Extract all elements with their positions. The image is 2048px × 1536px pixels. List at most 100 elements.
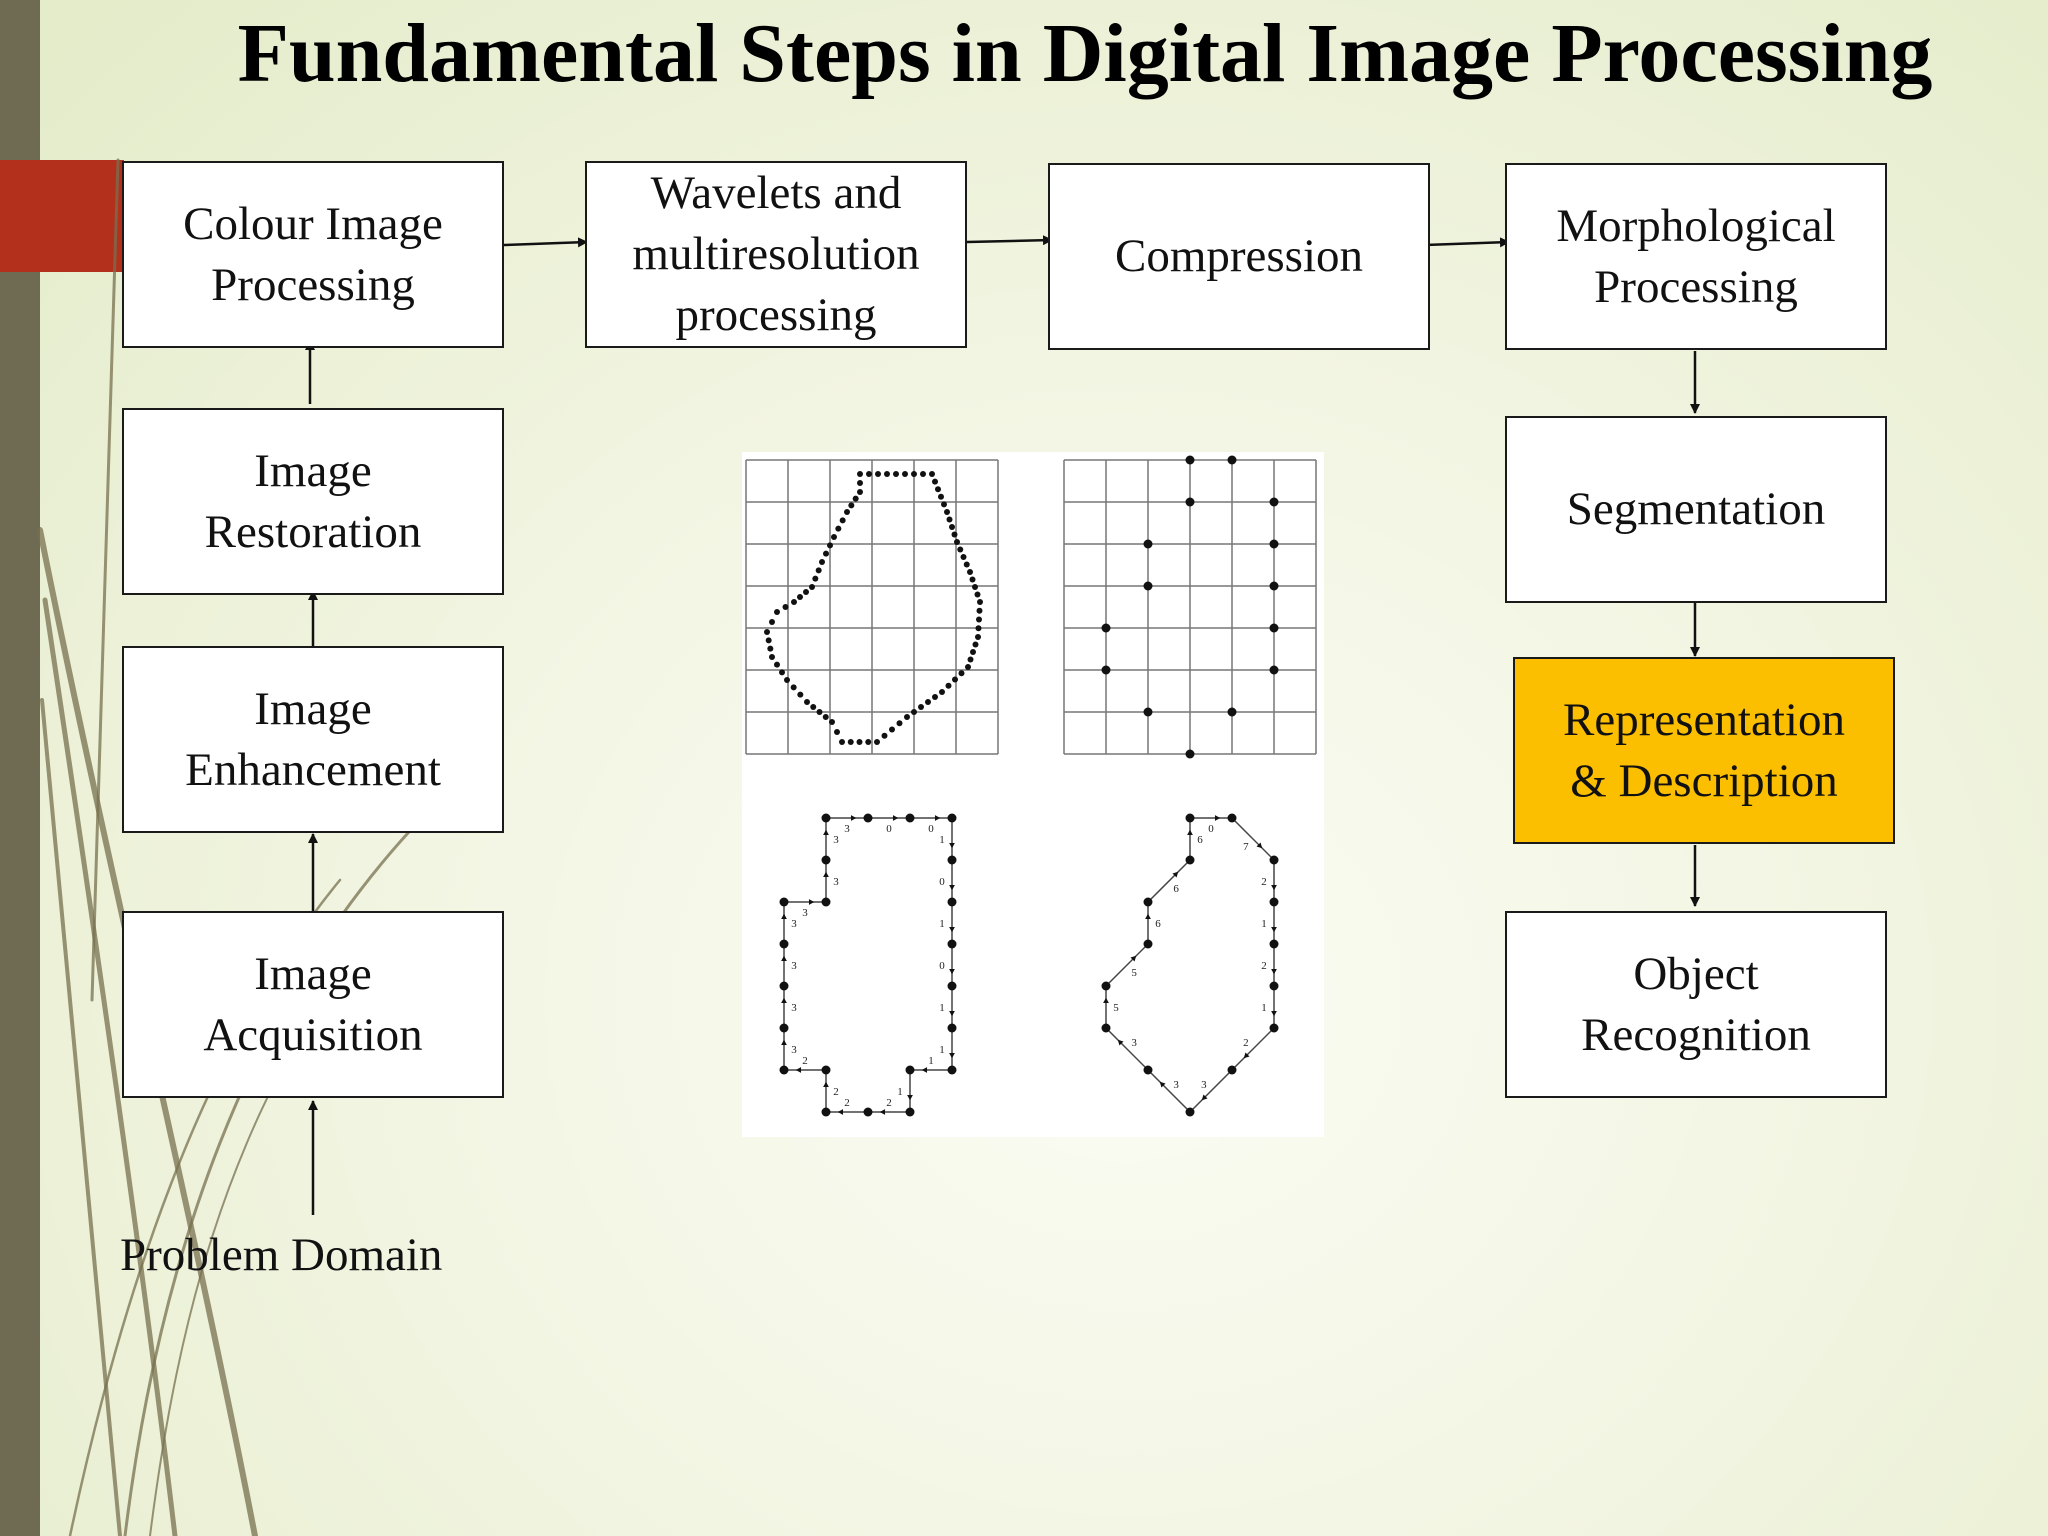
chain-code-digit: 2 xyxy=(802,1055,808,1067)
chain-code-digit: 3 xyxy=(791,960,797,972)
boundary-sample-dot xyxy=(960,554,967,560)
boundary-sample-dot xyxy=(925,699,931,705)
eight-direction-node xyxy=(1185,813,1195,823)
chain-code-digit: 2 xyxy=(833,1086,839,1098)
boundary-sample-dot xyxy=(945,682,952,689)
boundary-sample-dot xyxy=(932,478,938,485)
boundary-sample-dot xyxy=(946,516,953,523)
resampled-node-dot xyxy=(1185,455,1195,465)
boundary-sample-dot xyxy=(834,729,840,735)
boundary-sample-dot xyxy=(889,726,895,733)
chain-code-digit: 6 xyxy=(1197,834,1203,846)
resampled-node-dot xyxy=(1227,707,1237,717)
wavelets-box: Wavelets and multiresolution processing xyxy=(585,161,967,348)
boundary-sample-dot xyxy=(866,471,872,477)
eight-direction-node xyxy=(1269,897,1279,907)
boundary-sample-dot xyxy=(804,699,810,705)
resampled-grid-right xyxy=(1063,455,1317,759)
boundary-sample-dot xyxy=(967,569,973,575)
boundary-sample-dot xyxy=(952,676,958,683)
resampled-node-dot xyxy=(1185,749,1195,759)
boundary-sample-dot xyxy=(941,501,947,508)
chain-code-digit: 5 xyxy=(1113,1002,1119,1014)
resampled-node-dot xyxy=(1143,707,1153,717)
chain-code-digit: 1 xyxy=(928,1055,934,1067)
four-direction-node xyxy=(821,1107,831,1117)
problem-domain-label: Problem Domain xyxy=(120,1229,443,1281)
boundary-sample-dot xyxy=(815,567,822,574)
boundary-sample-dot xyxy=(976,607,983,614)
four-direction-node xyxy=(821,1065,831,1075)
four-direction-node xyxy=(821,855,831,865)
boundary-grid-left xyxy=(745,459,999,755)
object-recognition-box: Object Recognition xyxy=(1505,911,1887,1098)
boundary-sample-dot xyxy=(847,739,854,745)
resampled-node-dot xyxy=(1143,539,1153,549)
boundary-sample-dot xyxy=(965,664,971,670)
chain-code-digit: 1 xyxy=(1261,1002,1267,1014)
eight-direction-node xyxy=(1143,1065,1153,1075)
boundary-sample-dot xyxy=(779,669,785,676)
chain-code-digit: 3 xyxy=(833,834,839,846)
boundary-sample-dot xyxy=(852,495,859,502)
chain-code-digit: 0 xyxy=(939,876,945,888)
boundary-sample-dot xyxy=(967,656,974,663)
four-direction-node xyxy=(947,1065,957,1075)
four-direction-node xyxy=(779,1065,789,1075)
boundary-sample-dot xyxy=(939,689,945,695)
boundary-sample-dot xyxy=(797,594,803,600)
chain-code-digit: 2 xyxy=(1261,960,1267,972)
resampled-node-dot xyxy=(1143,581,1153,591)
boundary-sample-dot xyxy=(812,575,819,582)
boundary-sample-dot xyxy=(803,589,809,595)
boundary-sample-dot xyxy=(856,739,863,745)
four-direction-node xyxy=(947,939,957,949)
chain-code-digit: 2 xyxy=(886,1097,892,1109)
eight-direction-node xyxy=(1101,981,1111,991)
segmentation-box: Segmentation xyxy=(1505,416,1887,603)
chain-code-digit: 2 xyxy=(1261,876,1267,888)
boundary-sample-dot xyxy=(831,534,837,540)
boundary-sample-dot xyxy=(957,546,964,553)
four-direction-node xyxy=(905,1065,915,1075)
eight-direction-node xyxy=(1269,981,1279,991)
boundary-sample-dot xyxy=(782,604,789,610)
chain-code-digit: 5 xyxy=(1131,967,1137,979)
boundary-sample-dot xyxy=(918,704,924,710)
chain-code-digit: 7 xyxy=(1243,841,1249,853)
eight-direction-node xyxy=(1227,1065,1237,1075)
boundary-sample-dot xyxy=(944,509,950,515)
boundary-sample-dot xyxy=(791,599,797,605)
boundary-sample-dot xyxy=(764,629,770,635)
boundary-sample-dot xyxy=(904,714,910,720)
four-direction-node xyxy=(947,981,957,991)
four-direction-node xyxy=(947,813,957,823)
boundary-sample-dot xyxy=(848,502,855,509)
boundary-sample-dot xyxy=(963,561,970,568)
boundary-sample-dot xyxy=(839,517,846,524)
chain-code-digit: 2 xyxy=(844,1097,850,1109)
boundary-sample-dot xyxy=(896,720,903,727)
four-direction-node xyxy=(947,897,957,907)
chain-code-digit: 0 xyxy=(886,823,892,835)
four-direction-node xyxy=(905,1107,915,1117)
boundary-sample-dot xyxy=(819,559,825,565)
four-direction-node xyxy=(821,897,831,907)
four-direction-node xyxy=(947,855,957,865)
boundary-sample-dot xyxy=(765,637,772,644)
boundary-sample-dot xyxy=(958,670,965,677)
boundary-sample-dot xyxy=(790,684,797,691)
morphological-processing-box: Morphological Processing xyxy=(1505,163,1887,350)
chain-code-digit: 3 xyxy=(791,1002,797,1014)
boundary-sample-dot xyxy=(816,709,823,715)
four-direction-node xyxy=(863,813,873,823)
chain-code-digit: 1 xyxy=(939,834,945,846)
resampled-node-dot xyxy=(1101,623,1111,633)
resampled-node-dot xyxy=(1269,497,1279,507)
boundary-sample-dot xyxy=(857,480,863,486)
boundary-sample-dot xyxy=(970,649,976,655)
image-enhancement-box: Image Enhancement xyxy=(122,646,504,833)
chain-code-digit: 1 xyxy=(939,1002,945,1014)
